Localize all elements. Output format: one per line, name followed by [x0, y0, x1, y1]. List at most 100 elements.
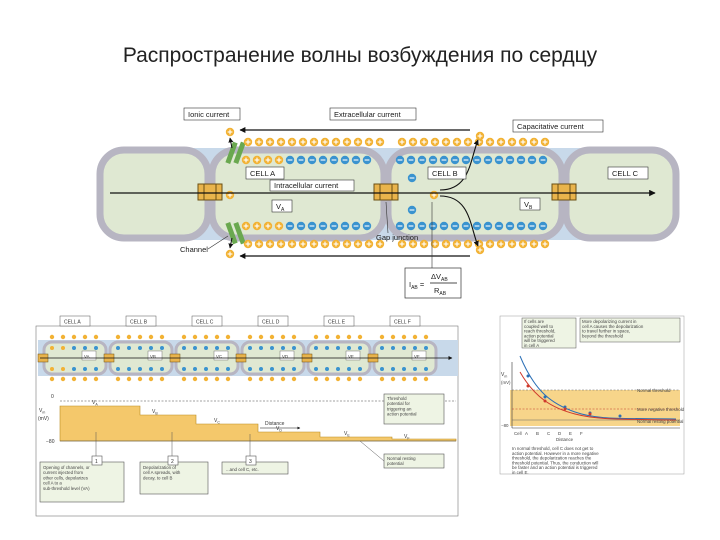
- bl-positive-charge: [137, 334, 143, 340]
- positive-charge: [441, 137, 451, 147]
- capacitative-current-arrow-up: [439, 139, 479, 191]
- va-label: VA: [276, 202, 285, 213]
- bl-inner-charge: [325, 367, 329, 371]
- bl-inner-charge: [94, 346, 98, 350]
- bl-inner-charge: [160, 346, 164, 350]
- br-negative-threshold-label: More negative threshold: [637, 407, 685, 412]
- cell-c-body: [562, 146, 680, 242]
- ionic-current-label-box: Ionic current: [183, 107, 241, 121]
- ntl-text-line: action potential: [524, 333, 554, 338]
- bl-positive-charge: [379, 334, 385, 340]
- bl-positive-charge: [313, 334, 319, 340]
- step1-text-line: other cells, depolarizes: [43, 475, 89, 480]
- bl-cell-label: CELL A: [64, 320, 81, 326]
- bl-positive-charge: [346, 376, 352, 382]
- vb-label: VB: [524, 200, 533, 211]
- bl-positive-charge: [269, 376, 275, 382]
- br-curve-red: [519, 371, 677, 421]
- positive-charge: [225, 127, 235, 137]
- positive-charge: [430, 137, 440, 147]
- negative-charge: [461, 155, 471, 165]
- bl-positive-charge: [247, 334, 253, 340]
- bl-cell-v-label: VD: [282, 354, 288, 359]
- bl-potential-label: VB: [152, 409, 158, 416]
- br-x-tick: F: [580, 431, 583, 436]
- bl-inner-charge: [182, 346, 186, 350]
- negative-charge: [296, 221, 306, 231]
- bl-positive-charge: [390, 334, 396, 340]
- positive-charge: [287, 239, 297, 249]
- positive-charge: [320, 239, 330, 249]
- positive-charge: [375, 137, 385, 147]
- bl-cell-v-label: VE: [348, 354, 354, 359]
- bl-positive-charge: [313, 376, 319, 382]
- step2-text-line: Depolarization of: [143, 465, 177, 470]
- br-points: [526, 374, 622, 418]
- bl-potential-label: VC: [214, 418, 220, 425]
- negative-charge: [395, 155, 405, 165]
- extracellular-current-label: Extracellular current: [334, 110, 402, 119]
- bl-positive-charge: [269, 334, 275, 340]
- negative-charge: [406, 155, 416, 165]
- gap-junction-1: [197, 183, 223, 201]
- thr-text-line: action potential: [387, 412, 417, 417]
- bl-positive-charge: [82, 376, 88, 382]
- bl-positive-charge: [49, 376, 55, 382]
- bl-cell-label-box: [191, 315, 223, 327]
- bl-positive-charge: [379, 376, 385, 382]
- capacitative-current-label-box: Capacitative current: [512, 119, 604, 133]
- ntl-text-line: will be triggered: [524, 338, 555, 343]
- resting-leader: [359, 440, 385, 462]
- bl-positive-charge: [181, 376, 187, 382]
- bl-inner-charge: [336, 367, 340, 371]
- bl-positive-charge: [258, 376, 264, 382]
- bl-inner-charge: [347, 346, 351, 350]
- bl-cell-label-box: [323, 315, 355, 327]
- bl-inner-charge: [215, 346, 219, 350]
- nb-text-line: threshold potential. Thus, the conductio…: [512, 460, 598, 465]
- bl-inner-charge: [281, 346, 285, 350]
- bl-positive-charge: [126, 376, 132, 382]
- negative-charge: [307, 155, 317, 165]
- bl-x-axis-label: Distance: [265, 421, 285, 427]
- positive-charge: [364, 137, 374, 147]
- br-y-axis-unit: (mV): [501, 380, 511, 385]
- negative-charge: [461, 221, 471, 231]
- bl-cell-v-box: [147, 350, 163, 361]
- ntr-text-line: cell A causes the depolarization: [582, 324, 644, 329]
- bl-cell-label: CELL D: [262, 320, 280, 326]
- bl-cell-v-box: [213, 350, 229, 361]
- positive-charge: [225, 249, 235, 259]
- step-3-text: ...and cell C, etc.: [226, 467, 259, 472]
- positive-charge: [475, 245, 485, 255]
- bl-positive-charge: [225, 376, 231, 382]
- note-bottom: In normal threshold, cell C does not get…: [512, 446, 599, 475]
- positive-charge: [529, 137, 539, 147]
- bl-inner-charge: [72, 367, 76, 371]
- positive-charge: [441, 239, 451, 249]
- positive-charge: [241, 155, 251, 165]
- br-x-tick: Cell: [514, 431, 522, 436]
- positive-charge: [452, 239, 462, 249]
- negative-charge: [285, 221, 295, 231]
- positive-charge: [274, 155, 284, 165]
- bl-cell-v-label: VA: [84, 354, 90, 359]
- bl-cell-v-box: [411, 350, 427, 361]
- br-x-tick: D: [558, 431, 561, 436]
- bl-positive-charge: [192, 334, 198, 340]
- negative-charge: [516, 221, 526, 231]
- ionic-current-arrow-top: [228, 137, 234, 149]
- cell-a-label: CELL A: [250, 169, 275, 178]
- bl-inner-charge: [83, 346, 87, 350]
- bl-cell-label-box: [125, 315, 157, 327]
- bl-positive-charge: [203, 376, 209, 382]
- bl-inner-charge: [226, 346, 230, 350]
- bl-positive-charge: [225, 334, 231, 340]
- positive-charge: [298, 239, 308, 249]
- nb-text-line: be faster and an action potential is tri…: [512, 465, 598, 470]
- bl-positive-charge: [346, 334, 352, 340]
